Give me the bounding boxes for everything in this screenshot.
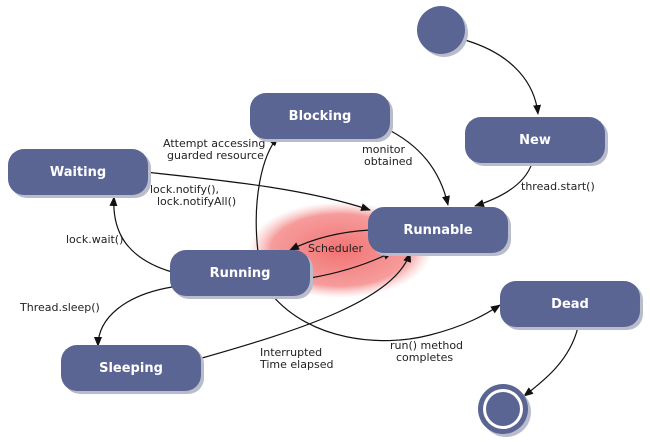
dead-label: Dead: [551, 297, 589, 312]
label-thread-start: thread.start(): [521, 180, 595, 193]
waiting-label: Waiting: [50, 165, 106, 180]
blocking-label: Blocking: [289, 109, 352, 124]
edge-new-to-runnable: [474, 162, 533, 208]
blocking-state: [250, 93, 390, 139]
label-lock-wait: lock.wait(): [66, 233, 123, 246]
dead-state: [500, 281, 640, 327]
edge-running-to-blocking: [255, 136, 279, 253]
edge-dead-to-end: [523, 326, 579, 397]
label-thread-sleep: Thread.sleep(): [19, 301, 100, 314]
label-monitor-line1: monitor: [362, 143, 406, 156]
new-label: New: [519, 133, 551, 148]
edge-running-to-sleeping: [94, 286, 173, 347]
edge-blocking-to-runnable: [384, 127, 450, 206]
edge-waiting-to-runnable: [144, 171, 371, 211]
edge-start-to-new: [464, 39, 542, 115]
edge-running-to-waiting: [109, 196, 173, 273]
runnable-state: [368, 207, 508, 253]
label-notify-line1: lock.notify(),: [150, 183, 219, 196]
label-interrupted-line1: Interrupted: [260, 346, 322, 359]
label-run-completes-line1: run() method: [390, 339, 463, 352]
edge-sleeping-to-runnable: [201, 252, 412, 359]
sleeping-state: [61, 345, 201, 391]
label-monitor-line2: obtained: [364, 155, 413, 168]
label-attempt-line2: guarded resource: [167, 149, 264, 162]
running-label: Running: [210, 266, 271, 281]
sleeping-label: Sleeping: [99, 361, 163, 376]
edge-runnable-to-running: [289, 229, 371, 251]
label-run-completes-line2: completes: [396, 351, 453, 364]
final-state-inner: [486, 392, 520, 426]
label-notify-line2: lock.notifyAll(): [157, 195, 236, 208]
waiting-state: [8, 149, 148, 195]
edge-running-to-dead: [271, 294, 501, 342]
label-attempt-line1: Attempt accessing: [163, 137, 265, 150]
runnable-label: Runnable: [403, 223, 472, 238]
running-state: [170, 250, 310, 296]
label-interrupted-line2: Time elapsed: [259, 358, 333, 371]
label-scheduler: Scheduler: [308, 242, 364, 255]
new-state: [465, 117, 605, 163]
initial-state: [417, 6, 465, 54]
